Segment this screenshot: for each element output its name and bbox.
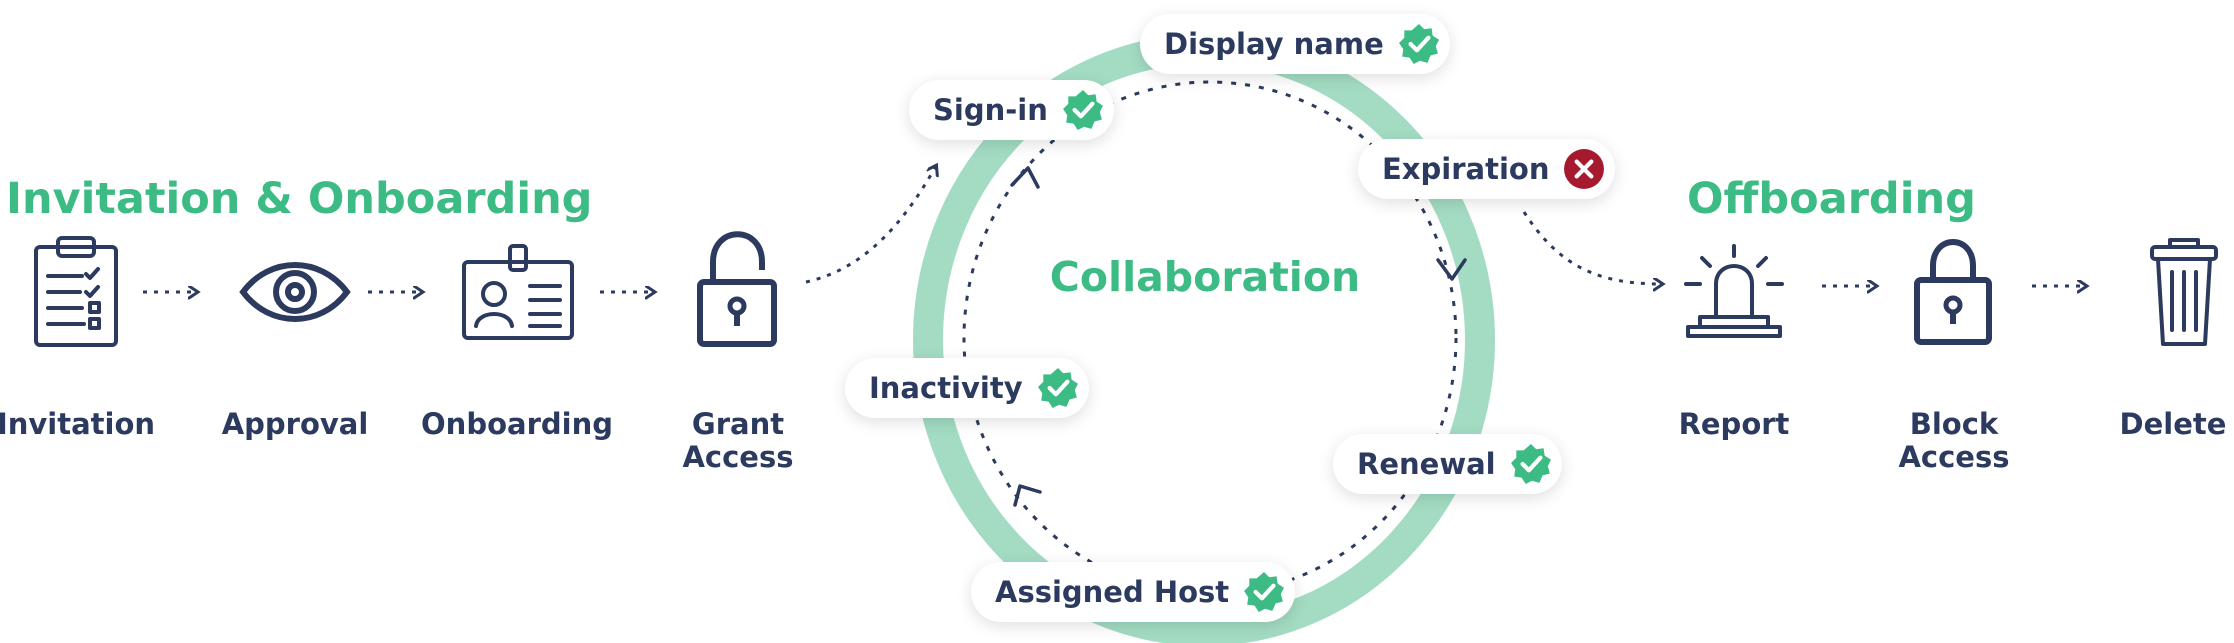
cycle-arrow-right [1436, 258, 1467, 281]
step-label-block-access: Block Access [1898, 407, 2010, 474]
cycle-pill-label: Renewal [1357, 447, 1496, 481]
collaboration-title: Collaboration [1049, 253, 1361, 301]
step-label-invitation: Invitation [0, 407, 156, 441]
cycle-pill-inactivity: Inactivity [845, 358, 1089, 418]
cycle-pill-assigned-host: Assigned Host [971, 562, 1296, 622]
cycle-arrow-lower-left [1013, 484, 1042, 507]
cycle-pill-label: Expiration [1382, 152, 1550, 186]
arrow-grant-to-signin [805, 166, 936, 284]
eye-icon [239, 262, 351, 322]
section-title-invitation: Invitation & Onboarding [6, 174, 593, 224]
cycle-pill-label: Inactivity [869, 371, 1023, 405]
id-badge-icon [462, 244, 574, 340]
clipboard-checklist-icon [34, 236, 118, 347]
cycle-pill-label: Sign-in [933, 93, 1048, 127]
arrow-expiration-to-report [1522, 211, 1662, 284]
cycle-pill-renewal: Renewal [1333, 434, 1562, 494]
alarm-siren-icon [1684, 244, 1784, 338]
step-label-delete: Delete [2119, 407, 2227, 441]
check-badge-icon [1037, 368, 1078, 408]
section-title-offboarding: Offboarding [1687, 174, 1976, 224]
unlocked-padlock-icon [697, 231, 777, 347]
trash-can-icon [2150, 238, 2218, 346]
step-label-grant-access: Grant Access [682, 407, 794, 474]
check-badge-icon [1510, 444, 1551, 484]
check-badge-icon [1062, 90, 1103, 130]
cycle-pill-sign-in: Sign-in [909, 80, 1114, 140]
check-badge-icon [1244, 572, 1285, 612]
cycle-pill-label: Display name [1164, 27, 1384, 61]
step-label-report: Report [1678, 407, 1790, 441]
locked-padlock-icon [1914, 239, 1992, 345]
cycle-pill-expiration: Expiration [1358, 139, 1616, 199]
error-x-icon [1564, 149, 1605, 189]
check-badge-icon [1398, 24, 1439, 64]
cycle-pill-label: Assigned Host [995, 575, 1230, 609]
cycle-pill-display-name: Display name [1140, 14, 1450, 74]
cycle-arrow-upper-left [1010, 166, 1040, 189]
step-label-onboarding: Onboarding [421, 407, 613, 441]
step-label-approval: Approval [221, 407, 369, 441]
